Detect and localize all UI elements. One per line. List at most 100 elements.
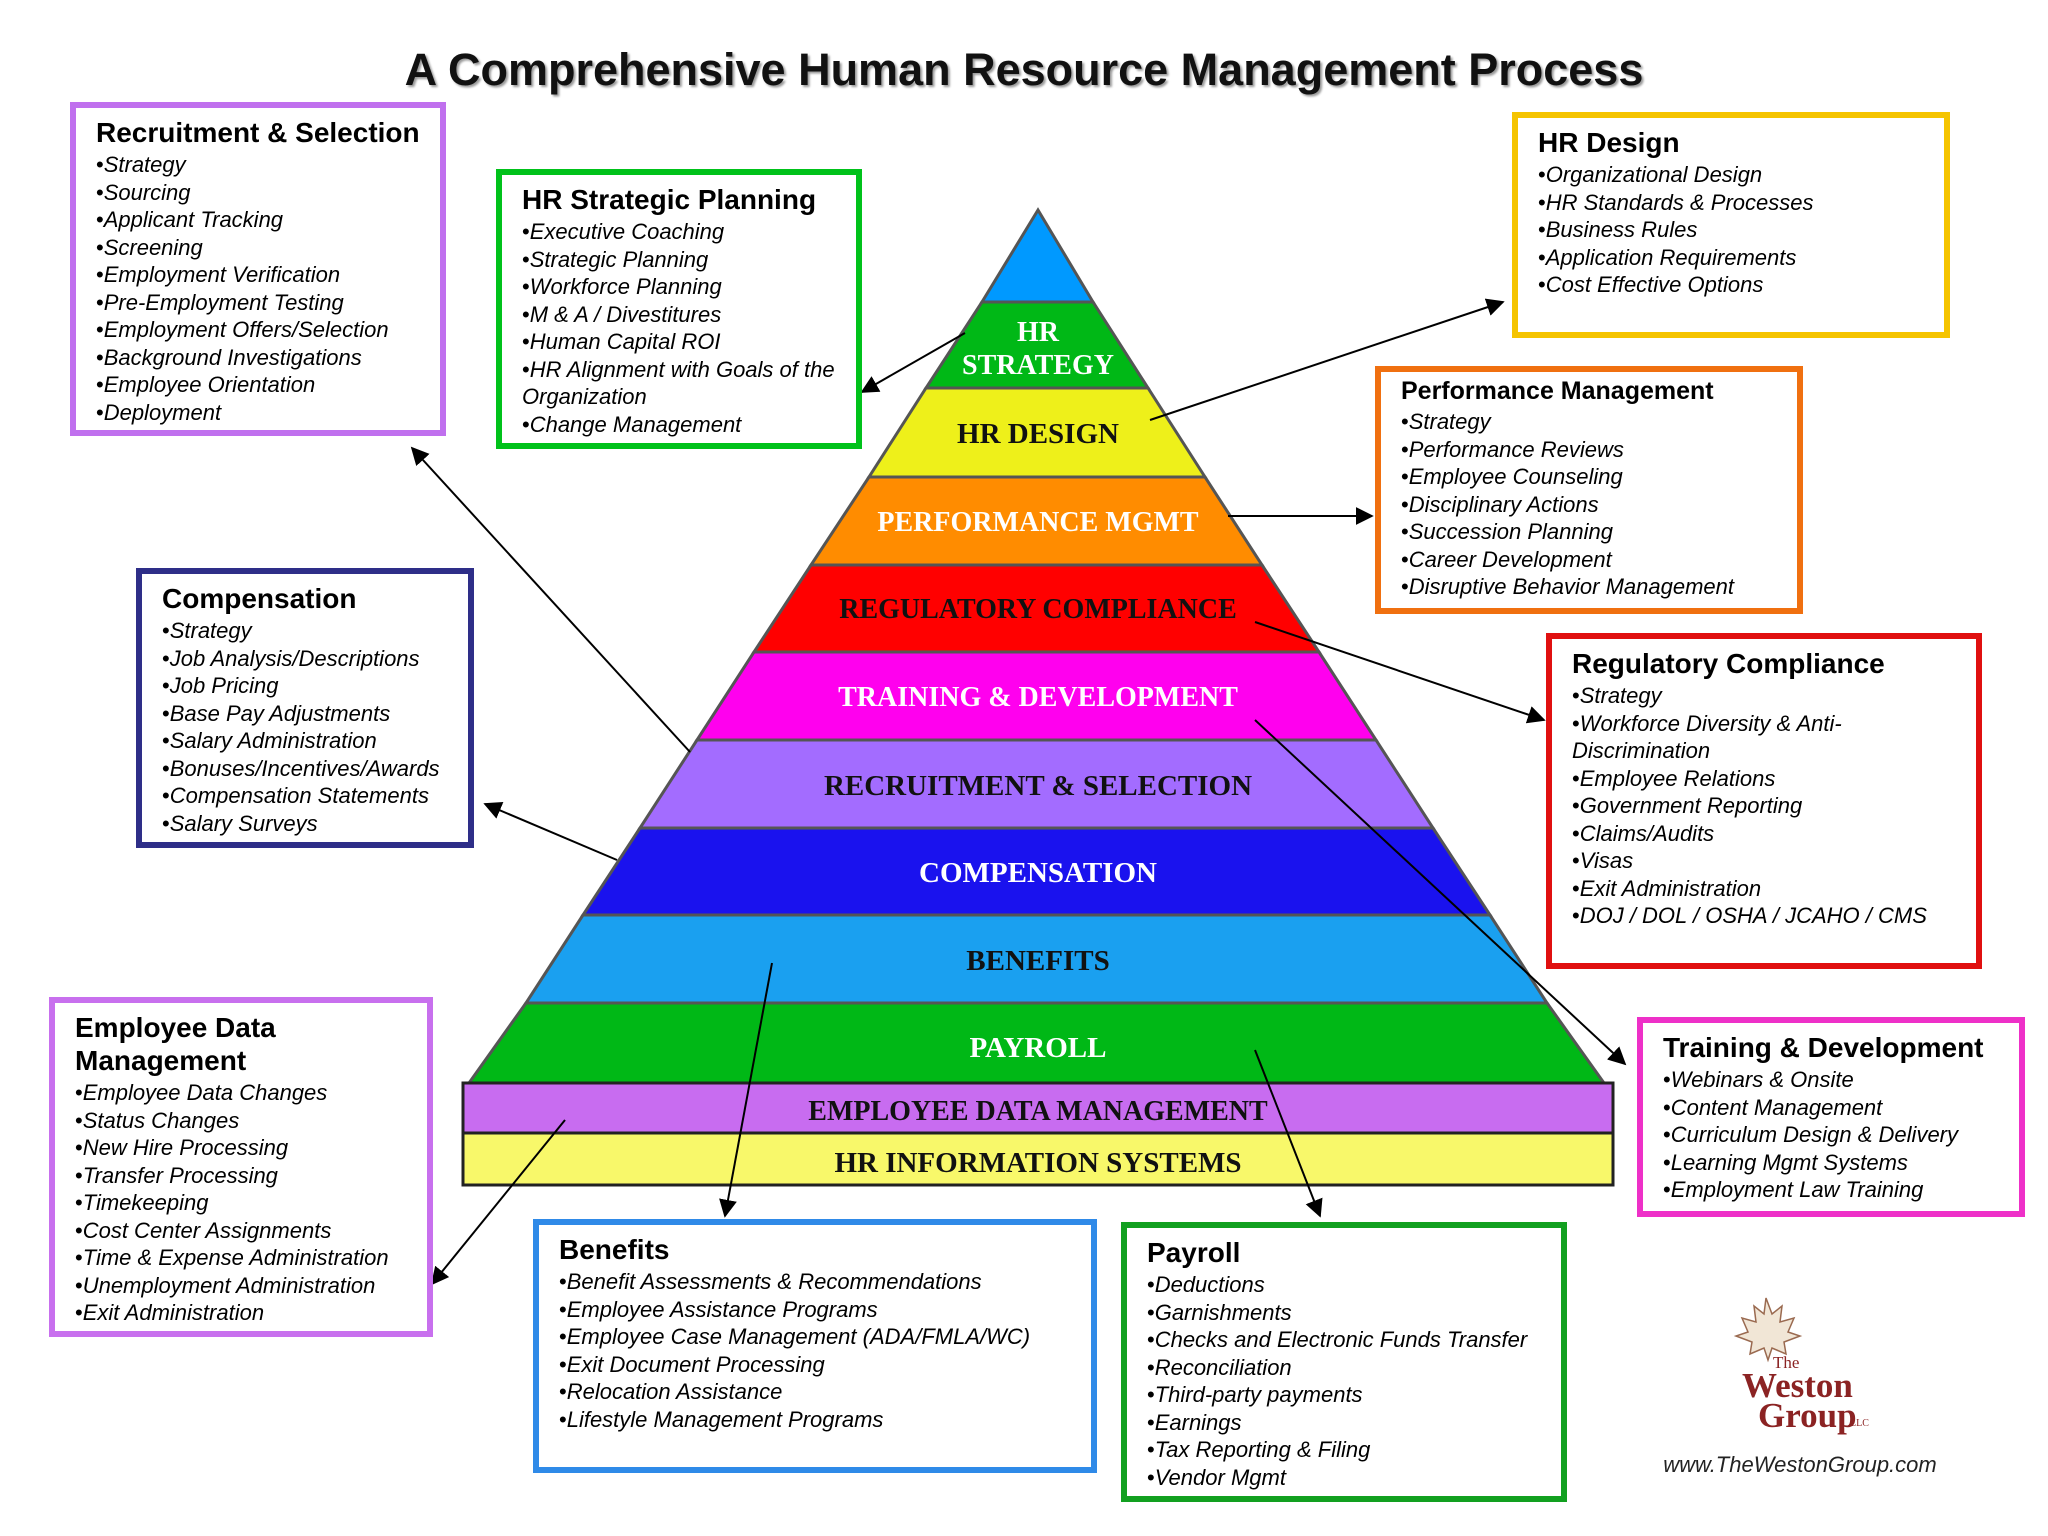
compensation-box-title: Compensation [162, 583, 357, 614]
benefits-box-title: Benefits [559, 1234, 670, 1265]
list-item: Performance Reviews [1401, 436, 1779, 464]
list-item: Unemployment Administration [75, 1272, 409, 1300]
list-item: Business Rules [1538, 216, 1926, 244]
list-item: Reconciliation [1147, 1354, 1543, 1382]
list-item: Employment Law Training [1663, 1176, 2001, 1204]
employee-data-box-list: Employee Data Changes Status Changes New… [75, 1079, 409, 1327]
performance-box-list: Strategy Performance Reviews Employee Co… [1401, 408, 1779, 601]
employee-data-box: Employee Data Management Employee Data C… [49, 997, 433, 1337]
list-item: Change Management [522, 411, 838, 439]
page-title: A Comprehensive Human Resource Managemen… [404, 44, 1644, 95]
list-item: Benefit Assessments & Recommendations [559, 1268, 1073, 1296]
list-item: Disciplinary Actions [1401, 491, 1779, 519]
list-item: Third-party payments [1147, 1381, 1543, 1409]
list-item: Applicant Tracking [96, 206, 422, 234]
list-item: Application Requirements [1538, 244, 1926, 272]
training-box-title: Training & Development [1663, 1032, 1984, 1063]
list-item: Strategy [1401, 408, 1779, 436]
recruitment-box-list: Strategy Sourcing Applicant Tracking Scr… [96, 151, 422, 426]
list-item: Visas [1572, 847, 1872, 875]
list-item: Timekeeping [75, 1189, 409, 1217]
list-item: Content Management [1663, 1094, 2001, 1122]
list-item: Claims/Audits [1572, 820, 1872, 848]
label-benefits: BENEFITS [966, 945, 1109, 977]
performance-box: Performance Management Strategy Performa… [1375, 366, 1803, 614]
list-item: Pre-Employment Testing [96, 289, 422, 317]
benefits-box: Benefits Benefit Assessments & Recommend… [533, 1219, 1097, 1473]
label-hr-strategy-1: HR [1017, 317, 1060, 348]
list-item: Organizational Design [1538, 161, 1926, 189]
list-item: Executive Coaching [522, 218, 838, 246]
recruitment-box-title: Recruitment & Selection [96, 117, 420, 148]
design-box-list: Organizational Design HR Standards & Pro… [1538, 161, 1926, 299]
payroll-box: Payroll Deductions Garnishments Checks a… [1121, 1222, 1567, 1502]
list-item: Employee Counseling [1401, 463, 1779, 491]
arrow-to-employee-data [430, 1119, 566, 1286]
list-item: Bonuses/Incentives/Awards [162, 755, 450, 783]
logo-text-weston: Weston [1742, 1366, 1853, 1405]
list-item: Time & Expense Administration [75, 1244, 409, 1272]
list-item: Background Investigations [96, 344, 422, 372]
list-item: Garnishments [1147, 1299, 1543, 1327]
list-item: Strategy [1572, 682, 1872, 710]
label-compensation: COMPENSATION [919, 857, 1157, 889]
benefits-box-list: Benefit Assessments & Recommendations Em… [559, 1268, 1073, 1433]
list-item: HR Standards & Processes [1538, 189, 1926, 217]
list-item: Webinars & Onsite [1663, 1066, 2001, 1094]
list-item: Employment Offers/Selection [96, 316, 422, 344]
arrow-to-benefits [719, 962, 773, 1218]
arrow-to-regulatory [1254, 621, 1546, 724]
list-item: Career Development [1401, 546, 1779, 574]
list-item: Disruptive Behavior Management [1401, 573, 1779, 601]
list-item: Exit Document Processing [559, 1351, 1073, 1379]
list-item: HR Alignment with Goals of the Organizat… [522, 356, 838, 411]
arrow-to-compensation [483, 802, 618, 861]
training-box: Training & Development Webinars & Onsite… [1637, 1017, 2025, 1217]
maple-leaf-icon [1733, 1297, 1803, 1363]
list-item: Employee Relations [1572, 765, 1872, 793]
list-item: Screening [96, 234, 422, 262]
label-payroll: PAYROLL [970, 1032, 1107, 1064]
regulatory-box: Regulatory Compliance Strategy Workforce… [1546, 633, 1982, 969]
list-item: Job Analysis/Descriptions [162, 645, 450, 673]
pyramid-apex [979, 207, 1096, 304]
employee-data-box-title: Employee Data Management [75, 1012, 276, 1076]
website-url[interactable]: www.TheWestonGroup.com [1663, 1452, 1937, 1477]
arrow-to-design [1149, 298, 1505, 421]
logo-text-the: The [1773, 1353, 1800, 1372]
weston-group-logo: The Weston Group LLC [1726, 1290, 1896, 1440]
list-item: Transfer Processing [75, 1162, 409, 1190]
list-item: Checks and Electronic Funds Transfer [1147, 1326, 1543, 1354]
design-box: HR Design Organizational Design HR Stand… [1512, 112, 1950, 338]
list-item: Strategy [162, 617, 450, 645]
list-item: Strategic Planning [522, 246, 838, 274]
list-item: DOJ / DOL / OSHA / JCAHO / CMS [1572, 902, 1927, 930]
compensation-box-list: Strategy Job Analysis/Descriptions Job P… [162, 617, 450, 837]
strategic-box-title: HR Strategic Planning [522, 184, 817, 215]
list-item: Government Reporting [1572, 792, 1872, 820]
list-item: Employment Verification [96, 261, 422, 289]
label-regulatory: REGULATORY COMPLIANCE [839, 594, 1237, 625]
regulatory-box-title: Regulatory Compliance [1572, 648, 1885, 679]
list-item: Job Pricing [162, 672, 450, 700]
list-item: Base Pay Adjustments [162, 700, 450, 728]
list-item: Exit Administration [75, 1299, 409, 1327]
strategic-box: HR Strategic Planning Executive Coaching… [496, 169, 862, 449]
list-item: Salary Administration [162, 727, 450, 755]
layer-hris [461, 1131, 1615, 1187]
performance-box-title: Performance Management [1401, 377, 1714, 405]
label-hr-design: HR DESIGN [957, 418, 1119, 450]
list-item: Employee Data Changes [75, 1079, 409, 1107]
list-item: Learning Mgmt Systems [1663, 1149, 2001, 1177]
list-item: Workforce Diversity & Anti-Discriminatio… [1572, 710, 1872, 765]
label-hris: HR INFORMATION SYSTEMS [834, 1147, 1241, 1179]
list-item: Lifestyle Management Programs [559, 1406, 1073, 1434]
list-item: Deployment [96, 399, 422, 427]
label-training: TRAINING & DEVELOPMENT [838, 682, 1238, 713]
list-item: Cost Effective Options [1538, 271, 1926, 299]
payroll-box-title: Payroll [1147, 1237, 1241, 1268]
arrow-to-strategic [860, 332, 966, 393]
list-item: Strategy [96, 151, 422, 179]
list-item: Employee Orientation [96, 371, 422, 399]
recruitment-box: Recruitment & Selection Strategy Sourcin… [70, 102, 446, 436]
